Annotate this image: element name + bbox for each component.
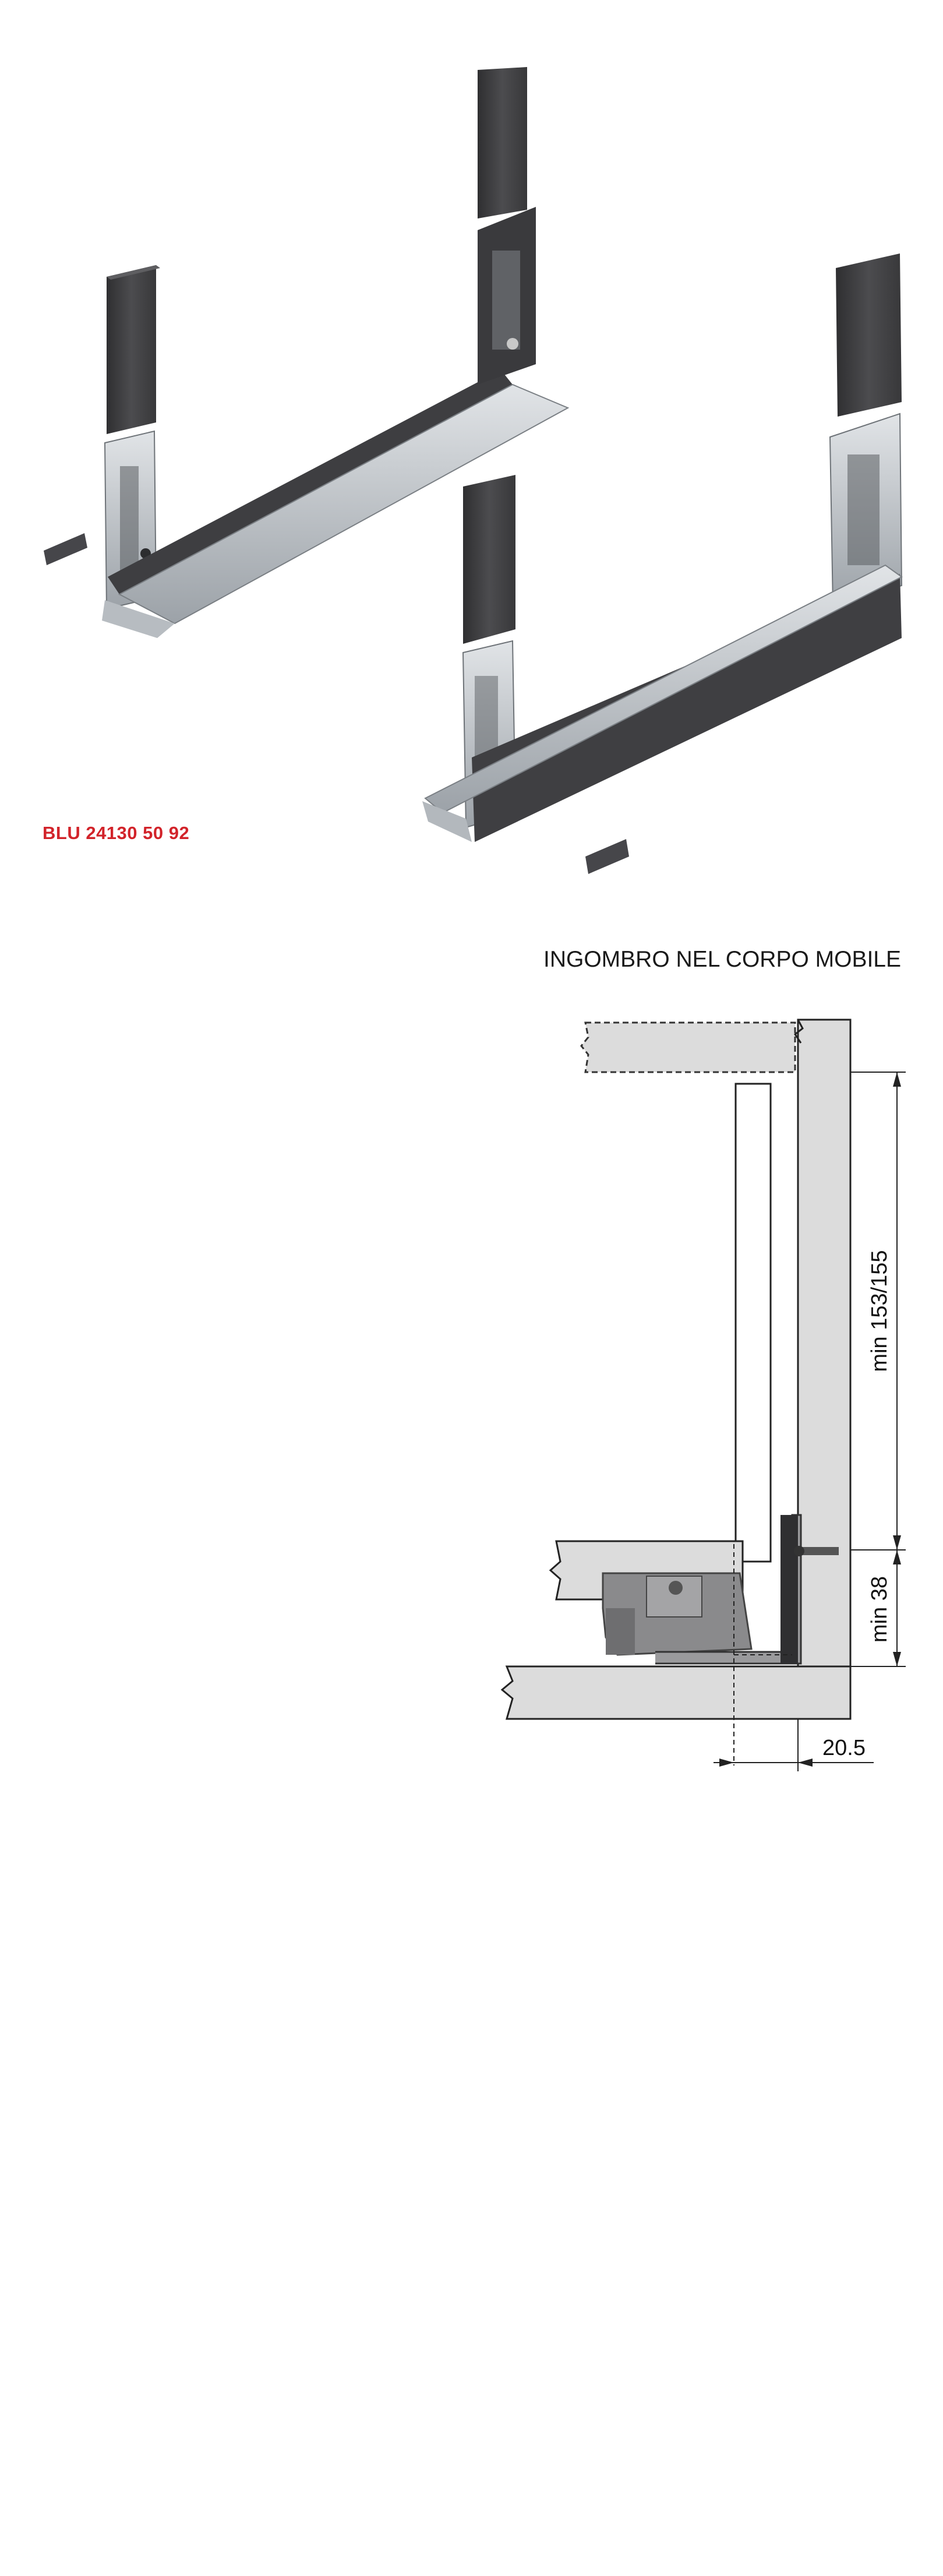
cabinet-section-drawing (500, 1019, 906, 1771)
product-code: BLU 24130 50 92 (43, 823, 190, 843)
right-rear-cover-panel (836, 253, 902, 417)
cabinet-side-wall (797, 1019, 852, 1720)
dimension-label-lower: min 38 (867, 1576, 892, 1643)
top-panel-dashed (580, 1021, 796, 1073)
dimension-label-offset: 20.5 (822, 1736, 866, 1760)
drawer-side-inner (734, 1083, 772, 1563)
right-clip (585, 839, 629, 874)
left-drawer-profile (108, 370, 513, 594)
runner-mechanism (602, 1514, 839, 1665)
dimension-label-upper: min 153/155 (867, 1250, 892, 1372)
right-drawer-profile (472, 574, 902, 842)
right-drawer-side-assembly (422, 253, 903, 874)
cabinet-bottom-panel (500, 1665, 852, 1720)
left-drawer-side-assembly (44, 67, 570, 638)
section-title: INGOMBRO NEL CORPO MOBILE (543, 947, 901, 972)
left-rear-cover-panel (478, 67, 527, 219)
screw (801, 1547, 839, 1555)
right-front-cover-panel (463, 475, 515, 644)
left-clip (44, 533, 87, 565)
left-front-cover-panel (107, 265, 156, 434)
